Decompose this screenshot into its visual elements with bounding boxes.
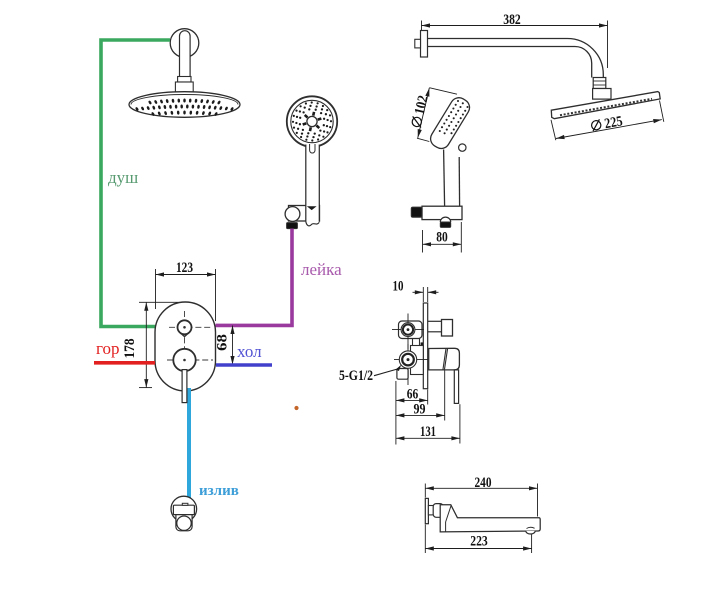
svg-text:10: 10: [393, 279, 404, 295]
svg-text:излив: излив: [199, 483, 239, 499]
svg-text:душ: душ: [108, 168, 138, 187]
svg-text:225: 225: [603, 113, 624, 132]
svg-text:80: 80: [436, 230, 448, 246]
svg-text:102: 102: [412, 94, 432, 116]
svg-text:66: 66: [407, 386, 419, 402]
svg-text:хол: хол: [237, 342, 262, 361]
svg-text:131: 131: [420, 424, 436, 440]
svg-text:5-G1/2: 5-G1/2: [339, 368, 373, 384]
svg-text:223: 223: [470, 533, 488, 549]
svg-text:гор: гор: [96, 339, 120, 358]
svg-text:178: 178: [122, 339, 138, 359]
svg-text:68: 68: [215, 334, 231, 351]
svg-text:240: 240: [475, 475, 492, 491]
svg-text:382: 382: [503, 12, 521, 28]
svg-text:лейка: лейка: [301, 260, 342, 279]
svg-text:123: 123: [176, 260, 193, 276]
svg-text:99: 99: [414, 401, 426, 417]
